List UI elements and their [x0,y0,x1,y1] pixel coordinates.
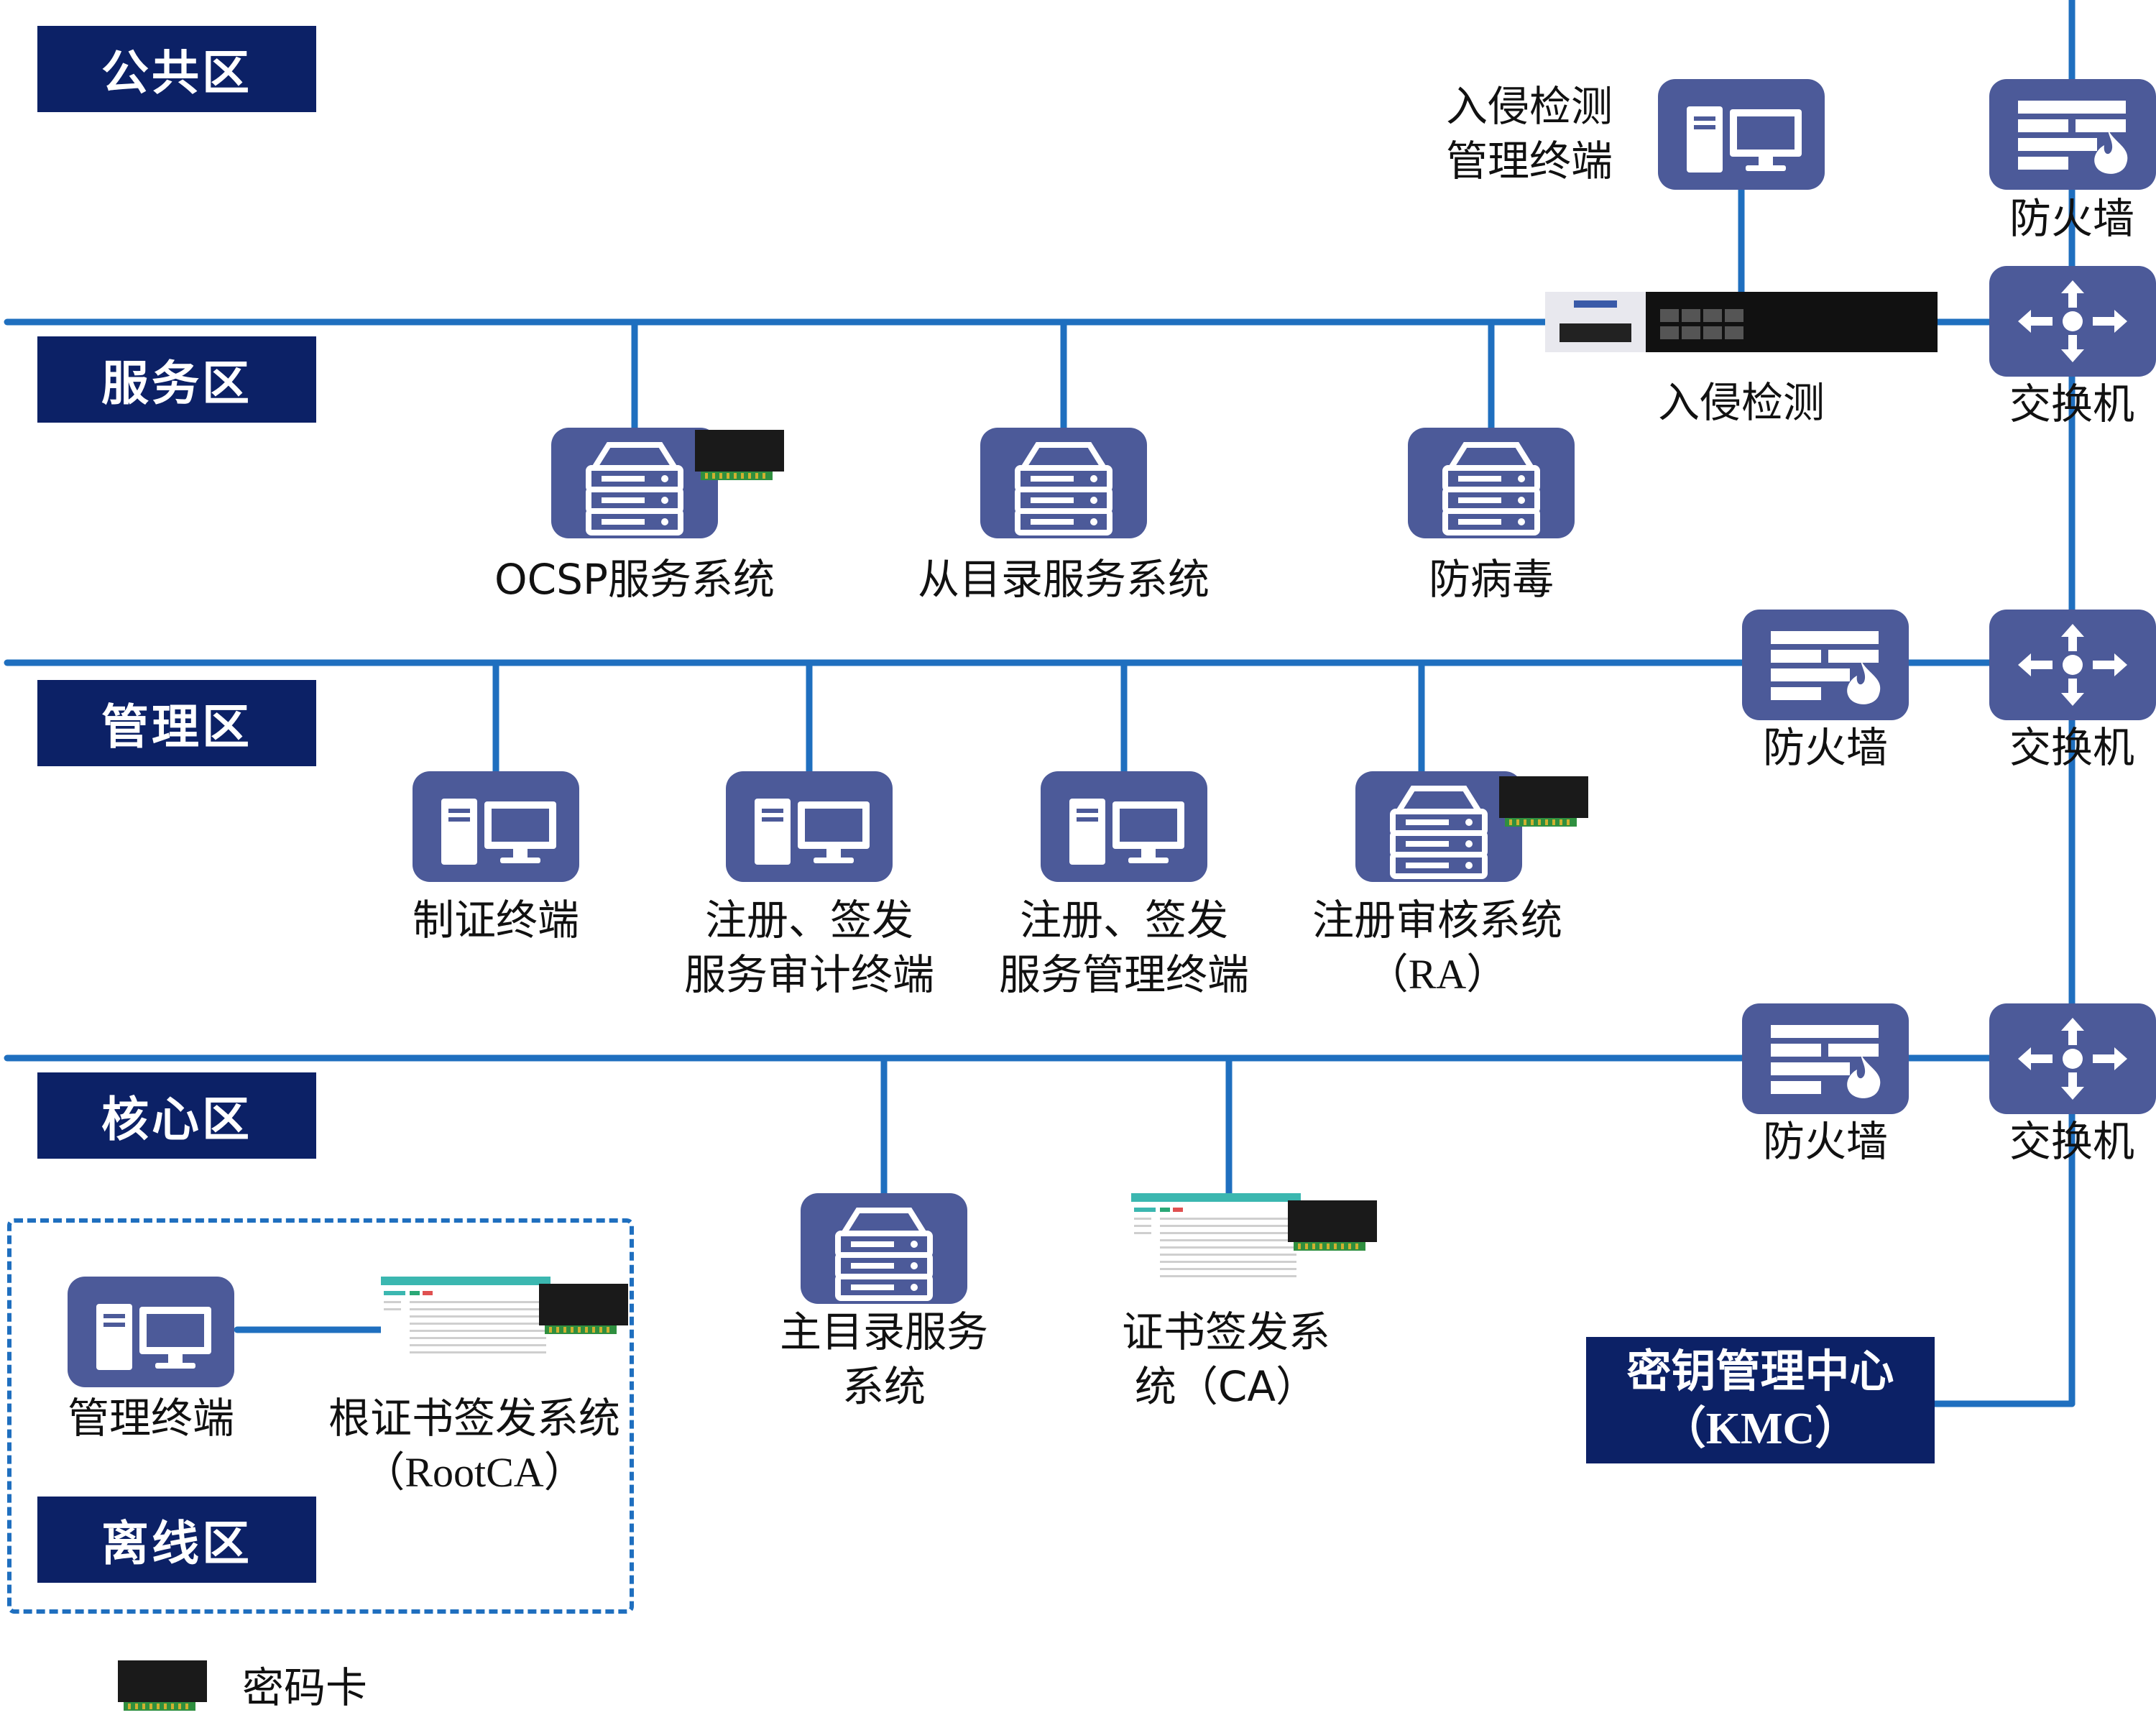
ids-terminal-icon [1658,79,1825,190]
zone-label-core: 核心区 [37,1072,316,1159]
switch-label-management: 交换机 [2009,1117,2135,1166]
server-icon [980,428,1147,538]
firewall-icon [1989,79,2156,190]
ra-label-line1: 注册审核系统 [1312,896,1563,944]
admin-terminal-label-line1: 注册、签发 [1019,896,1229,944]
kmc-box: 密钥管理中心 （KMC） [1586,1337,1935,1463]
zone-label-service: 服务区 [37,336,316,423]
crypto-card-icon [1499,776,1588,827]
ra-label-line2: （RA） [1366,951,1508,998]
ca-label-line1: 证书签发系 [1121,1307,1331,1356]
ids-terminal-label-line1: 入侵检测 [1445,82,1613,131]
switch-icon [1989,610,2156,720]
cert-terminal-label: 制证终端 [412,896,580,944]
firewall-icon [1742,610,1909,720]
antivirus-label: 防病毒 [1428,555,1554,604]
slave-directory-label: 从目录服务系统 [917,555,1210,604]
terminal-icon [726,771,893,882]
zone-label-offline: 离线区 [37,1497,316,1583]
terminal-icon [68,1277,234,1387]
terminal-icon [413,771,579,882]
rootca-label-line2: （RootCA） [363,1449,586,1496]
switch-label-public: 交换机 [2009,380,2135,428]
ids-appliance-icon [1545,292,1938,352]
zone-label-management: 管理区 [37,680,316,766]
terminal-icon [1041,771,1207,882]
firewall-label-service: 防火墙 [1762,723,1889,772]
ca-console-screenshot [1131,1193,1301,1301]
server-icon [1408,428,1575,538]
audit-terminal-label-line1: 注册、签发 [704,896,914,944]
crypto-card-icon [1288,1200,1377,1251]
zone-label-public: 公共区 [37,26,316,112]
crypto-card-icon [539,1284,628,1334]
ca-label-line2: 统（CA） [1134,1362,1318,1411]
server-icon [1355,771,1522,882]
legend-crypto-card-label: 密码卡 [241,1663,368,1712]
offline-mgmt-terminal-label: 管理终端 [67,1394,235,1443]
master-directory-label-line1: 主目录服务 [779,1307,989,1356]
kmc-label-line1: 密钥管理中心 [1626,1345,1894,1397]
offline-zone-boundary [7,1218,634,1614]
crypto-card-icon [695,430,784,480]
ocsp-label: OCSP服务系统 [494,555,775,604]
ids-device-label: 入侵检测 [1657,378,1825,427]
firewall-label-public: 防火墙 [2009,194,2135,243]
switch-label-service: 交换机 [2009,723,2135,772]
switch-icon [1989,266,2156,377]
firewall-icon [1742,1003,1909,1114]
audit-terminal-label-line2: 服务审计终端 [683,950,935,999]
master-directory-label-line2: 系统 [842,1362,926,1411]
server-icon [801,1193,967,1304]
legend-crypto-card-icon [118,1660,207,1711]
admin-terminal-label-line2: 服务管理终端 [998,950,1250,999]
ids-terminal-label-line2: 管理终端 [1445,137,1613,185]
kmc-label-line2: （KMC） [1661,1405,1860,1453]
rootca-console-screenshot [381,1277,550,1384]
server-icon [551,428,718,538]
rootca-label-line1: 根证书签发系统 [328,1394,621,1443]
switch-icon [1989,1003,2156,1114]
firewall-label-management: 防火墙 [1762,1117,1889,1166]
